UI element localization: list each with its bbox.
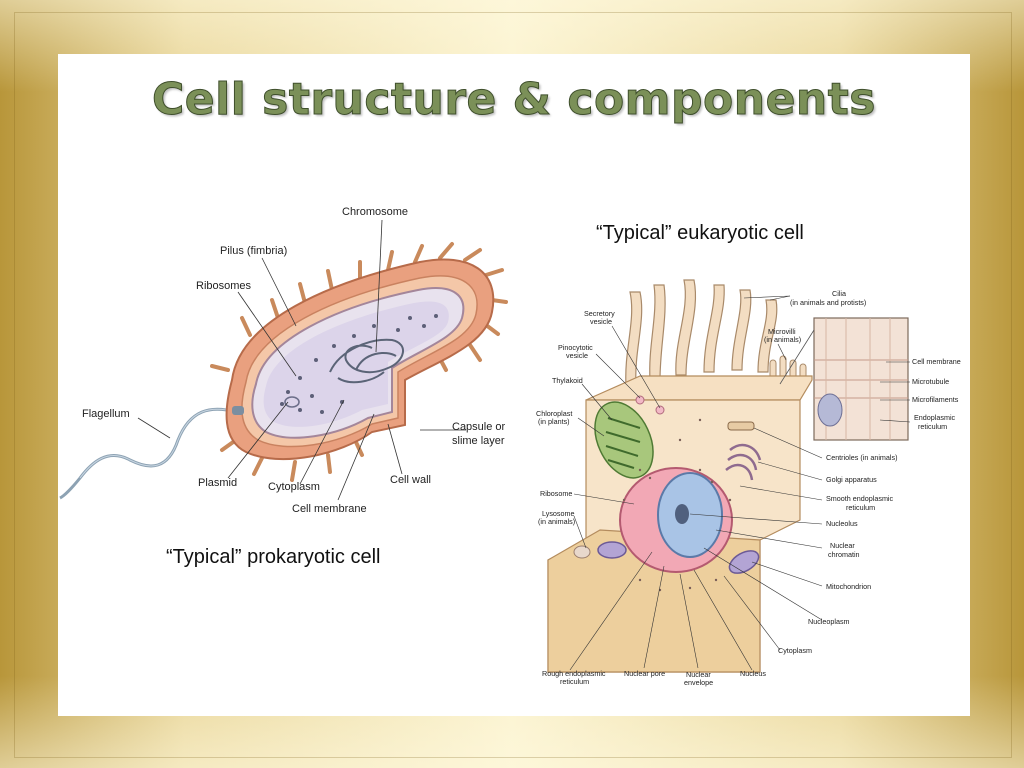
cilia: [625, 279, 778, 386]
label-microfilaments: Microfilaments: [912, 395, 959, 404]
label-pinocytotic-1: Pinocytotic: [558, 343, 593, 352]
label-flagellum: Flagellum: [82, 408, 130, 420]
label-secretory-2: vesicle: [590, 317, 612, 326]
label-lysosome-1: Lysosome: [542, 509, 575, 518]
eukaryote-leader-lines: [569, 295, 911, 671]
chromosome: [329, 338, 404, 384]
label-thylakoid: Thylakoid: [552, 376, 583, 385]
label-microvilli-1: Microvilli: [768, 327, 796, 336]
label-chromosome: Chromosome: [342, 206, 408, 218]
cytoplasm: [263, 301, 449, 427]
cytoskeleton-inset: [813, 317, 909, 441]
label-envelope-1: Nuclear: [686, 670, 711, 679]
label-cilia-1: Cilia: [832, 289, 846, 298]
label-er-1: Endoplasmic: [914, 413, 956, 422]
centrioles: [727, 421, 755, 431]
label-cell-wall: Cell wall: [390, 474, 431, 486]
cell-lower-face: [547, 529, 761, 673]
label-ribosome: Ribosome: [540, 489, 572, 498]
label-cytoplasm: Cytoplasm: [268, 481, 320, 493]
label-ribosomes: Ribosomes: [196, 280, 252, 292]
label-nucleolus: Nucleolus: [826, 519, 858, 528]
label-nuclear-pore: Nuclear pore: [624, 669, 665, 678]
label-chromatin-2: chromatin: [828, 550, 860, 559]
pili: [210, 242, 508, 482]
label-pilus: Pilus (fimbria): [220, 245, 287, 257]
chloroplast: [594, 401, 654, 479]
label-golgi: Golgi apparatus: [826, 475, 877, 484]
golgi-apparatus: [725, 443, 762, 481]
mitochondrion-2: [597, 541, 627, 559]
label-smooth-er-1: Smooth endoplasmic: [826, 494, 894, 503]
label-nucleus: Nucleus: [740, 669, 766, 678]
label-er-2: reticulum: [918, 422, 947, 431]
label-cytoplasm: Cytoplasm: [778, 646, 812, 655]
eukaryotic-cell-diagram: Cilia (in animals and protists) Secretor…: [536, 279, 961, 687]
label-mitochondrion: Mitochondrion: [826, 582, 871, 591]
plasmid: [284, 396, 300, 408]
label-chloroplast-2: (in plants): [538, 417, 570, 426]
prokaryote-leader-lines: [137, 219, 466, 501]
label-plasmid: Plasmid: [198, 477, 237, 489]
mitochondrion: [728, 550, 760, 574]
prokaryotic-cell-diagram: Chromosome Pilus (fimbria) Ribosomes Fla…: [59, 206, 508, 515]
label-chloroplast-1: Chloroplast: [536, 409, 572, 418]
label-nucleoplasm: Nucleoplasm: [808, 617, 850, 626]
label-cell-membrane: Cell membrane: [912, 357, 961, 366]
label-chromatin-1: Nuclear: [830, 541, 855, 550]
cell-top-face: [585, 375, 813, 401]
nucleus: [619, 467, 733, 573]
eukaryotic-caption: “Typical” eukaryotic cell: [596, 222, 804, 244]
inset-pointer: [779, 329, 815, 385]
pinocytotic-vesicle: [635, 395, 645, 405]
frame-inner-border: [14, 12, 1012, 758]
label-capsule-1: Capsule or: [452, 421, 506, 433]
label-pinocytotic-2: vesicle: [566, 351, 588, 360]
label-rough-er-1: Rough endoplasmic: [542, 669, 606, 678]
flagellum-hook: [232, 406, 244, 415]
label-centrioles: Centrioles (in animals): [826, 453, 898, 462]
label-capsule-2: slime layer: [452, 435, 505, 447]
slide-title: Cell structure & components: [152, 74, 876, 126]
label-smooth-er-2: reticulum: [846, 503, 875, 512]
secretory-vesicle: [655, 405, 665, 415]
label-cell-membrane: Cell membrane: [292, 503, 367, 515]
label-microvilli-2: (in animals): [764, 335, 801, 344]
label-secretory-1: Secretory: [584, 309, 615, 318]
label-cilia-2: (in animals and protists): [790, 298, 866, 307]
ribosomes: [280, 314, 438, 414]
prokaryotic-caption: “Typical” prokaryotic cell: [166, 546, 381, 568]
label-lysosome-2: (in animals): [538, 517, 575, 526]
label-rough-er-2: reticulum: [560, 677, 589, 686]
label-envelope-2: envelope: [684, 678, 713, 687]
lysosome: [573, 545, 591, 559]
label-microtubule: Microtubule: [912, 377, 949, 386]
